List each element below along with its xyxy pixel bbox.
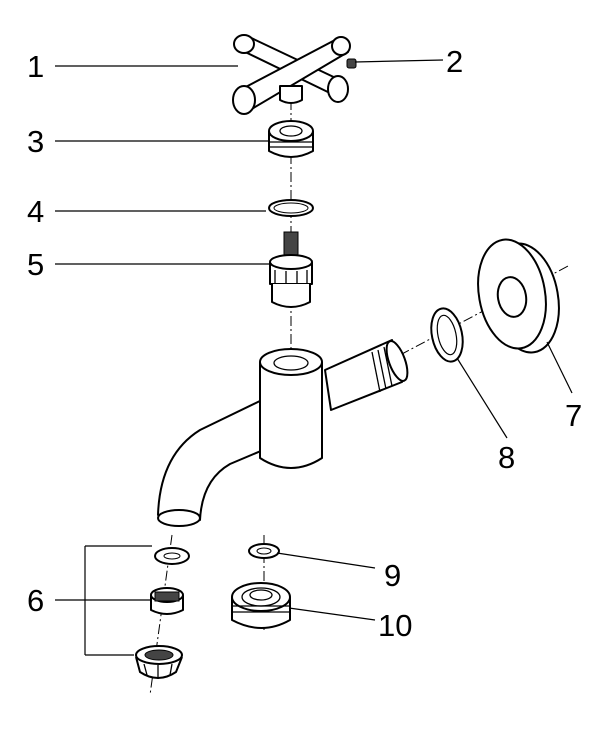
part-6-aerator-set	[135, 547, 190, 679]
part-5-valve-cartridge	[269, 231, 313, 308]
callout-4: 4	[27, 194, 44, 229]
callout-10: 10	[378, 608, 412, 643]
part-10-hose-adapter	[231, 582, 291, 629]
callout-9: 9	[384, 558, 401, 593]
leader-lines	[55, 59, 573, 656]
callout-numbers: 1 2 3 4 5 6 7 8 9 10	[27, 44, 582, 643]
part-8-washer	[430, 307, 464, 363]
tap-body	[157, 339, 409, 527]
callout-2: 2	[446, 44, 463, 79]
callout-7: 7	[565, 398, 582, 433]
callout-8: 8	[498, 440, 515, 475]
part-3-cap-ring	[268, 120, 314, 158]
part-2-grub-screw	[346, 58, 357, 69]
callout-3: 3	[27, 124, 44, 159]
part-7-wall-rosette	[477, 238, 560, 354]
part-9-washer	[248, 543, 280, 559]
part-1-cross-handle	[232, 34, 351, 115]
callout-5: 5	[27, 247, 44, 282]
callout-6: 6	[27, 583, 44, 618]
part-4-o-ring	[268, 199, 314, 217]
callout-1: 1	[27, 49, 44, 84]
